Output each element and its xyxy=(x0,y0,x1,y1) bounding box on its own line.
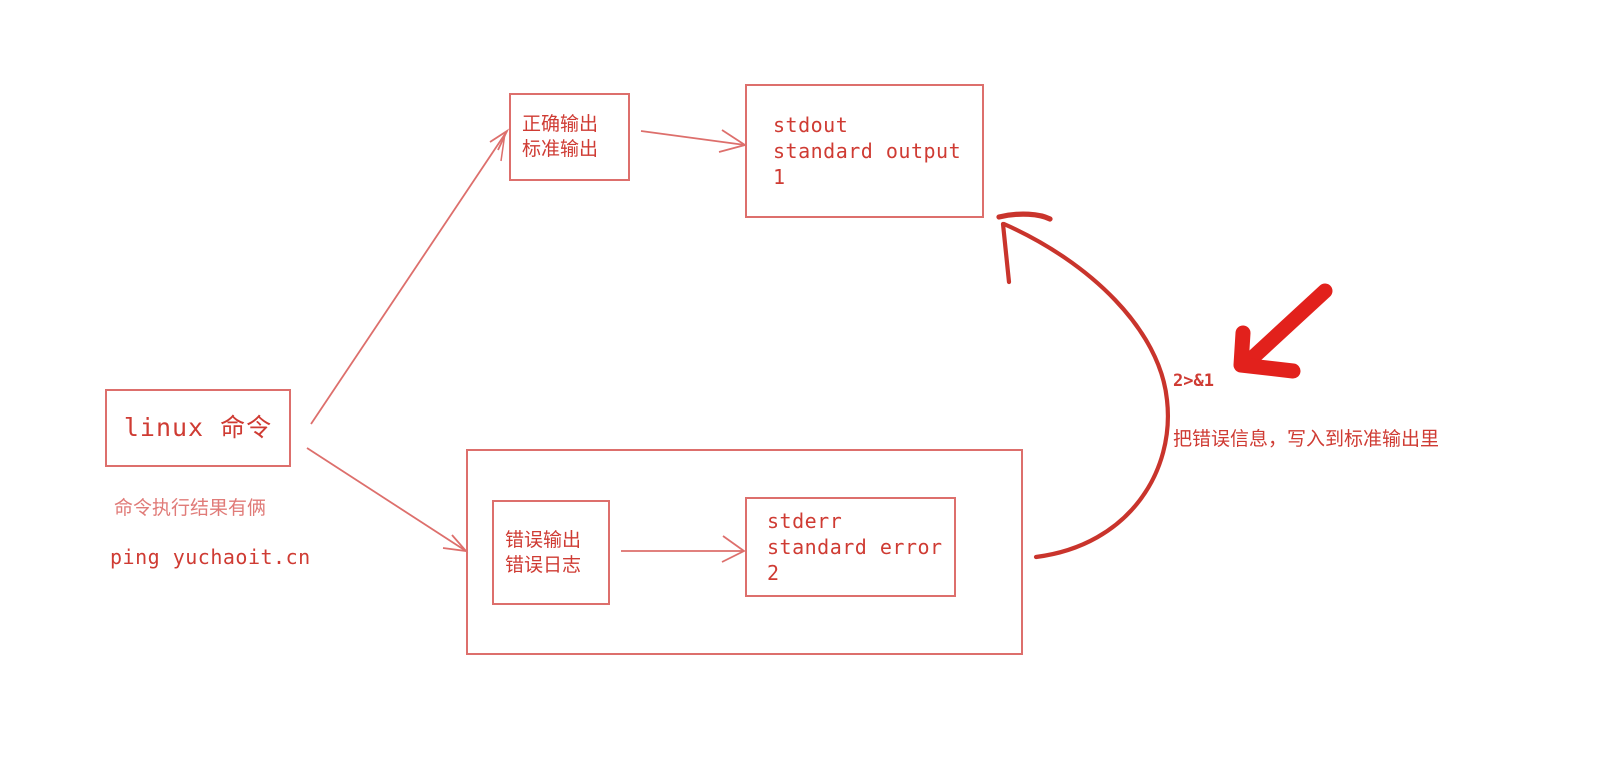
node-linux-command[interactable]: linux 命令 xyxy=(105,389,291,467)
caption-ping-example: ping yuchaoit.cn xyxy=(110,545,311,569)
connector-correct-output-to-stdout xyxy=(640,129,748,153)
node-linux-command-label: linux 命令 xyxy=(123,412,273,442)
caption-command-result: 命令执行结果有俩 xyxy=(114,497,267,519)
node-stdout-line3: 1 xyxy=(773,165,786,189)
node-correct-output-line1: 正确输出 xyxy=(522,113,599,136)
connector-stderr-group-to-stdout xyxy=(996,211,1170,560)
node-stderr-line1: stderr xyxy=(767,509,843,533)
node-stdout[interactable]: stdout standard output 1 xyxy=(745,84,984,218)
node-error-output-line2: 错误日志 xyxy=(505,553,582,576)
annotation-arrow-icon xyxy=(1233,283,1333,379)
node-error-output[interactable]: 错误输出 错误日志 xyxy=(492,500,610,605)
node-correct-output[interactable]: 正确输出 标准输出 xyxy=(509,93,630,181)
node-stderr-line3: 2 xyxy=(767,561,780,585)
connector-cmd-to-correct-output xyxy=(310,128,510,425)
node-stderr-group[interactable] xyxy=(466,449,1023,655)
annotation-redirect-description: 把错误信息，写入到标准输出里 xyxy=(1173,428,1440,450)
connector-cmd-to-stderr-group xyxy=(306,447,469,553)
node-stderr-line2: standard error xyxy=(767,535,943,559)
node-stdout-line2: standard output xyxy=(773,139,962,163)
node-stderr[interactable]: stderr standard error 2 xyxy=(745,497,956,597)
node-error-output-line1: 错误输出 xyxy=(505,528,582,551)
node-stdout-line1: stdout xyxy=(773,113,849,137)
annotation-redirect-label: 2>&1 xyxy=(1173,371,1214,391)
node-correct-output-line2: 标准输出 xyxy=(522,138,599,160)
